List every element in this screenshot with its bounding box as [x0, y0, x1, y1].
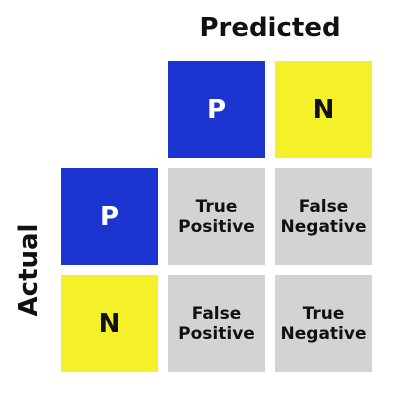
actual-axis-title: Actual	[14, 223, 44, 317]
cell-true-positive: True Positive	[168, 168, 265, 265]
cell-false-negative: False Negative	[275, 168, 372, 265]
cell-true-negative: True Negative	[275, 275, 372, 372]
actual-negative-header: N	[61, 275, 158, 372]
predicted-negative-header: N	[275, 61, 372, 158]
cell-false-positive: False Positive	[168, 275, 265, 372]
predicted-axis-title: Predicted	[199, 13, 341, 43]
actual-positive-header: P	[61, 168, 158, 265]
predicted-positive-header: P	[168, 61, 265, 158]
